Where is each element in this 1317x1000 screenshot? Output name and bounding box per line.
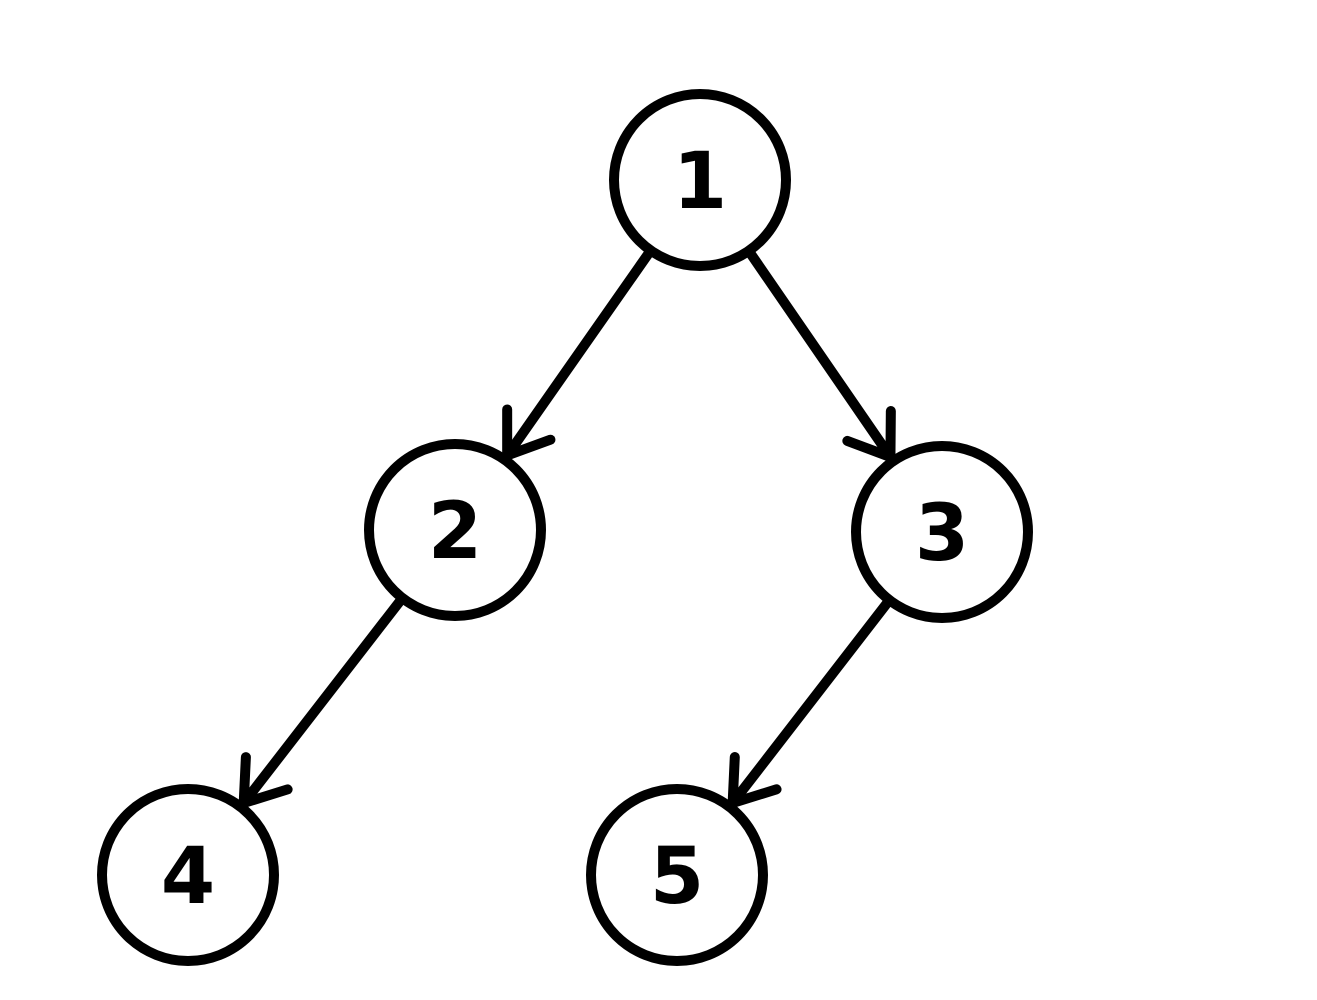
node-circle [97, 784, 279, 966]
node-circle [609, 89, 791, 271]
edge-1-3 [743, 245, 896, 463]
arrowhead-tick [502, 434, 556, 461]
arrowhead-tick [238, 752, 251, 809]
arrowhead-tick [727, 784, 782, 808]
node-label: 4 [161, 832, 215, 922]
node-label: 1 [673, 137, 727, 227]
edge-1-2 [502, 245, 656, 461]
tree-node-4: 4 [97, 784, 279, 966]
tree-node-3: 3 [851, 441, 1033, 623]
node-circle [851, 441, 1033, 623]
tree-node-5: 5 [586, 784, 768, 966]
arrowhead-tick [842, 435, 896, 463]
node-circle [364, 439, 546, 621]
tree-node-1: 1 [609, 89, 791, 271]
arrowhead-tick [238, 784, 293, 809]
tree-node-2: 2 [364, 439, 546, 621]
node-circle [586, 784, 768, 966]
edge-3-5 [727, 595, 895, 808]
node-label: 2 [428, 487, 482, 577]
node-label: 3 [915, 489, 969, 579]
node-label: 5 [650, 832, 704, 922]
edge-2-4 [238, 593, 408, 809]
arrowhead-tick [727, 752, 740, 808]
